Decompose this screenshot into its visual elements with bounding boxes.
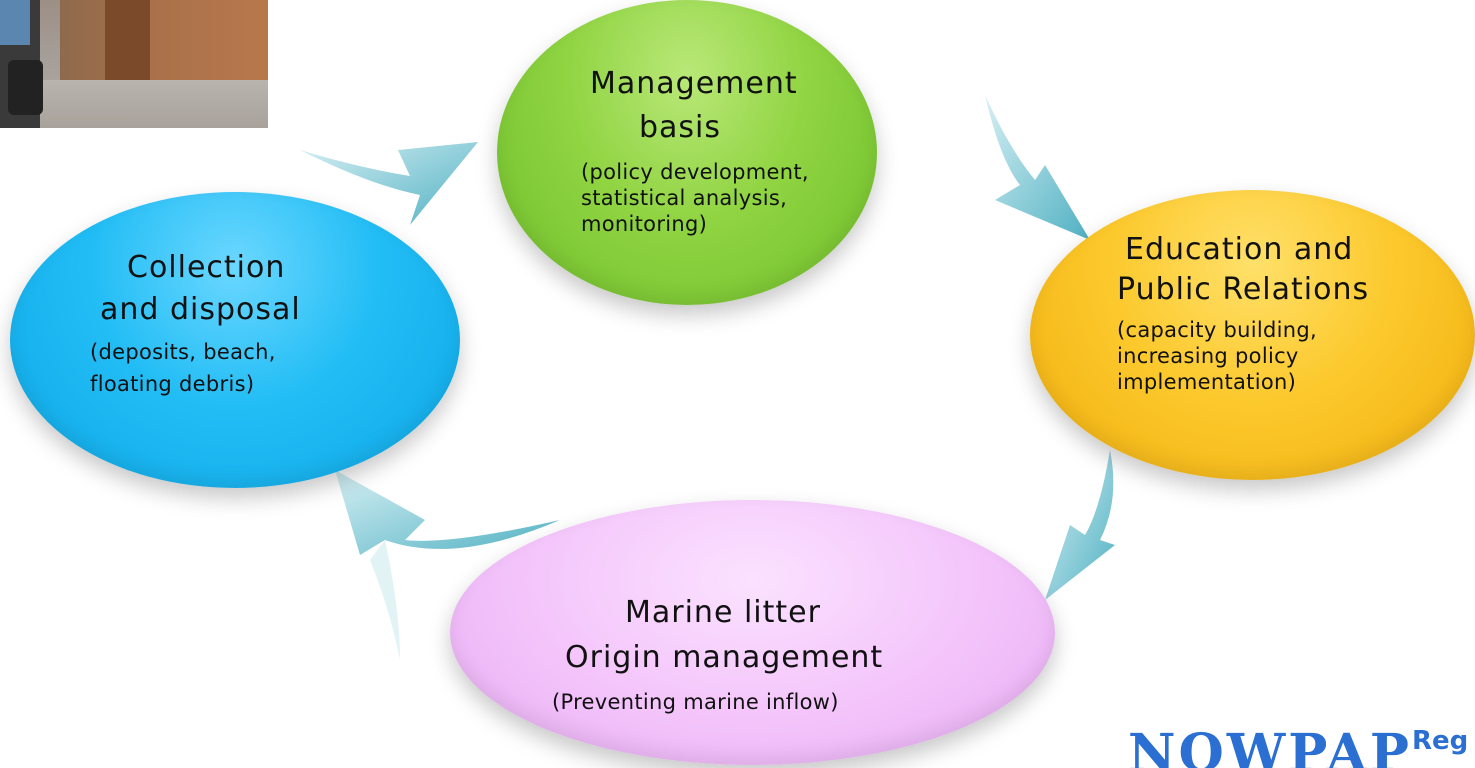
photo-monitor (0, 0, 30, 45)
logo-superscript: Reg (1412, 728, 1469, 756)
education-desc-line3: implementation) (1117, 370, 1297, 394)
node-management-basis: Management basis (policy development, st… (497, 0, 877, 305)
collection-desc-line1: (deposits, beach, (90, 340, 276, 364)
management-title-line2: basis (639, 110, 722, 145)
arrow-education-to-origin (1045, 450, 1115, 600)
nowpap-logo: NOWPAPReg (1128, 728, 1468, 768)
collection-title-line1: Collection (127, 250, 286, 285)
management-desc-line1: (policy development, (581, 160, 809, 184)
management-desc-line2: statistical analysis, (581, 186, 788, 210)
origin-desc-line1: (Preventing marine inflow) (552, 690, 839, 714)
photo-door (105, 0, 150, 80)
education-title-line1: Education and (1125, 232, 1354, 267)
arrow-collection-to-management (300, 142, 478, 225)
photo-wall (60, 0, 268, 95)
arrow-origin-to-collection (335, 470, 560, 555)
corner-photo (0, 0, 268, 128)
origin-title-line1: Marine litter (625, 595, 821, 630)
photo-floor (0, 80, 268, 128)
arrow-origin-tail (370, 540, 400, 660)
education-title-line2: Public Relations (1117, 272, 1370, 307)
education-desc-line1: (capacity building, (1117, 318, 1318, 342)
photo-chair (8, 60, 43, 115)
education-desc-line2: increasing policy (1117, 344, 1299, 368)
collection-desc-line2: floating debris) (90, 372, 255, 396)
management-title-line1: Management (590, 66, 798, 101)
node-collection-disposal: Collection and disposal (deposits, beach… (10, 192, 460, 488)
arrow-management-to-education (985, 95, 1090, 240)
node-origin-management: Marine litter Origin management (Prevent… (450, 500, 1055, 765)
origin-title-line2: Origin management (565, 640, 884, 675)
collection-title-line2: and disposal (100, 292, 301, 327)
logo-text: NOWPAP (1128, 728, 1412, 768)
node-education-public-relations: Education and Public Relations (capacity… (1030, 190, 1475, 480)
management-desc-line3: monitoring) (581, 212, 708, 236)
